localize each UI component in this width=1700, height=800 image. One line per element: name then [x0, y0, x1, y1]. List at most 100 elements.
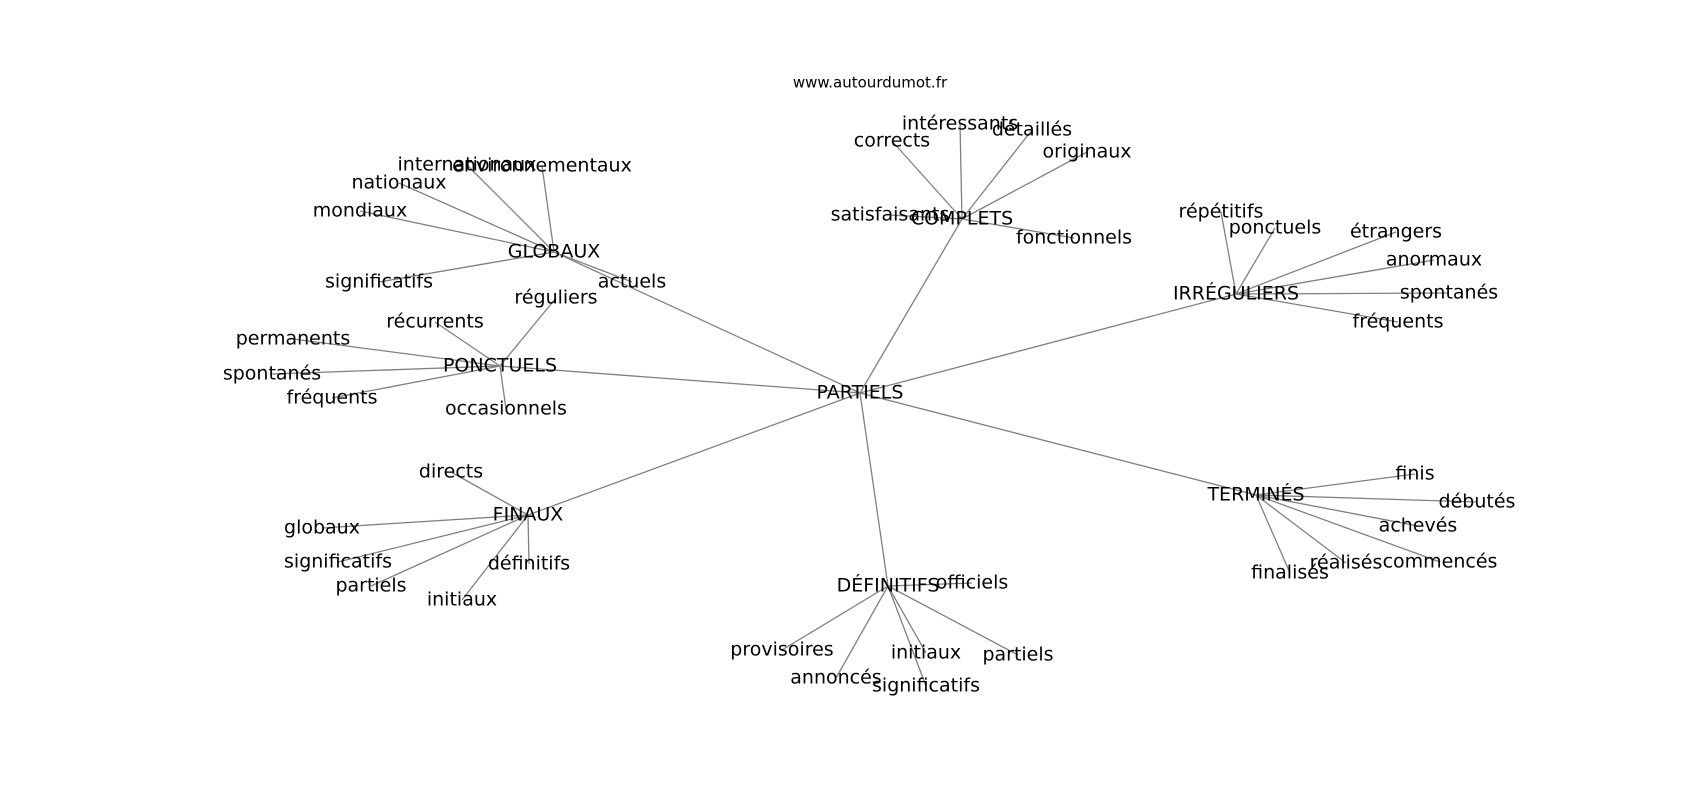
leaf-node[interactable]: réguliers [514, 287, 597, 309]
leaf-node[interactable]: annoncés [790, 667, 881, 689]
edge-hub-to-leaf [781, 585, 889, 651]
leaf-node[interactable]: partiels [335, 575, 406, 597]
edge-hub-to-leaf [887, 582, 973, 587]
edge-hub-to-leaf [1235, 227, 1276, 295]
edge-hub-to-leaf [499, 297, 557, 367]
leaf-node[interactable]: fréquents [1353, 311, 1444, 333]
edge-root-to-hub [859, 392, 889, 587]
edge-hub-to-leaf [461, 514, 529, 601]
leaf-node[interactable]: achevés [1379, 515, 1458, 537]
edge-hub-to-leaf [434, 321, 501, 367]
edge-hub-to-leaf [961, 151, 1088, 220]
edge-hub-to-leaf [889, 214, 963, 220]
leaf-node[interactable]: significatifs [325, 271, 433, 293]
hub-node[interactable]: COMPLETS [911, 208, 1013, 230]
leaf-node[interactable]: originaux [1042, 141, 1131, 163]
hub-node[interactable]: FINAUX [493, 504, 564, 526]
leaf-node[interactable]: finalisés [1251, 562, 1329, 584]
leaf-node[interactable]: spontanés [223, 363, 321, 385]
leaf-node[interactable]: satisfaisants [831, 204, 950, 226]
leaf-node[interactable]: actuels [598, 271, 666, 293]
leaf-node[interactable]: commencés [1383, 551, 1498, 573]
leaf-node[interactable]: significatifs [872, 675, 980, 697]
source-label: www.autourdumot.fr [793, 74, 948, 92]
leaf-node[interactable]: officiels [936, 572, 1009, 594]
edge-hub-to-leaf [321, 514, 529, 529]
edge-root-to-hub [499, 365, 861, 394]
hub-node[interactable]: PONCTUELS [443, 355, 557, 377]
leaf-node[interactable]: nationaux [351, 172, 446, 194]
hub-node[interactable]: GLOBAUX [508, 241, 601, 263]
edge-hub-to-leaf [1255, 494, 1419, 527]
edge-root-to-hub [859, 218, 963, 394]
leaf-node[interactable]: détaillés [992, 119, 1072, 141]
leaf-node[interactable]: initiaux [891, 642, 961, 664]
edge-hub-to-leaf [527, 514, 530, 565]
edge-hub-to-leaf [378, 251, 555, 283]
edge-root-to-hub [859, 293, 1237, 394]
leaf-node[interactable]: provisoires [730, 639, 833, 661]
edge-hub-to-leaf [959, 123, 963, 220]
edge-hub-to-leaf [887, 585, 927, 687]
edge-hub-to-leaf [398, 182, 555, 253]
hub-node[interactable]: DÉFINITIFS [837, 574, 940, 597]
leaf-node[interactable]: corrects [854, 130, 930, 152]
leaf-node[interactable]: débutés [1439, 491, 1516, 513]
edge-hub-to-leaf [359, 210, 555, 253]
leaf-node[interactable]: permanents [236, 328, 351, 350]
leaf-node[interactable]: définitifs [488, 553, 570, 575]
edge-hub-to-leaf [835, 585, 889, 679]
edge-hub-to-leaf [1255, 494, 1291, 574]
edge-hub-to-leaf [1220, 211, 1237, 295]
leaf-node[interactable]: partiels [982, 644, 1053, 666]
leaf-node[interactable]: finis [1395, 463, 1434, 485]
leaf-node[interactable]: récurrents [386, 311, 484, 333]
leaf-node[interactable]: intéressants [902, 113, 1018, 135]
edge-hub-to-leaf [1235, 259, 1435, 295]
leaf-node[interactable]: étrangers [1350, 221, 1442, 243]
leaf-node[interactable]: anormaux [1386, 249, 1482, 271]
leaf-node[interactable]: occasionnels [445, 398, 567, 420]
edge-hub-to-leaf [271, 365, 501, 375]
edge-hub-to-leaf [370, 514, 529, 587]
edge-root-to-hub [859, 392, 1257, 496]
edge-hub-to-leaf [541, 165, 555, 253]
edge-hub-to-leaf [292, 338, 501, 367]
edge-hub-to-leaf [1255, 494, 1347, 564]
edge-root-to-hub [527, 392, 861, 516]
edge-hub-to-leaf [450, 471, 529, 516]
edge-hub-to-leaf [1235, 292, 1450, 295]
leaf-node[interactable]: significatifs [284, 551, 392, 573]
leaf-node[interactable]: directs [419, 461, 483, 483]
leaf-node[interactable]: internationaux [398, 154, 537, 176]
leaf-node[interactable]: mondiaux [313, 200, 407, 222]
leaf-node[interactable]: répétitifs [1179, 201, 1264, 223]
edge-hub-to-leaf [961, 129, 1033, 220]
root-node[interactable]: PARTIELS [817, 382, 904, 404]
leaf-node[interactable]: globaux [284, 517, 360, 539]
leaf-node[interactable]: initiaux [427, 589, 497, 611]
edge-hub-to-leaf [887, 585, 1019, 656]
leaf-node[interactable]: fréquents [287, 387, 378, 409]
edge-hub-to-leaf [1255, 473, 1416, 496]
edge-hub-to-leaf [1235, 293, 1399, 323]
edge-hub-to-leaf [1255, 494, 1478, 503]
leaf-node[interactable]: fonctionnels [1016, 227, 1132, 249]
edge-hub-to-leaf [466, 164, 555, 253]
leaf-node[interactable]: réalisés [1310, 552, 1383, 574]
edge-hub-to-leaf [891, 140, 963, 220]
hub-node[interactable]: IRRÉGULIERS [1173, 282, 1299, 305]
graph-labels: www.autourdumot.fr PARTIELS correctsinté… [223, 74, 1516, 697]
leaf-node[interactable]: environnementaux [452, 155, 632, 177]
edge-hub-to-leaf [337, 514, 529, 563]
leaf-node[interactable]: spontanés [1400, 282, 1498, 304]
leaf-node[interactable]: ponctuels [1229, 217, 1322, 239]
graph-edges [271, 123, 1478, 687]
hub-node[interactable]: TERMINÉS [1206, 483, 1304, 506]
edge-hub-to-leaf [331, 365, 501, 399]
edge-hub-to-leaf [499, 365, 507, 410]
edge-hub-to-leaf [1235, 231, 1397, 295]
edge-hub-to-leaf [887, 585, 927, 654]
edge-root-to-hub [553, 251, 861, 394]
